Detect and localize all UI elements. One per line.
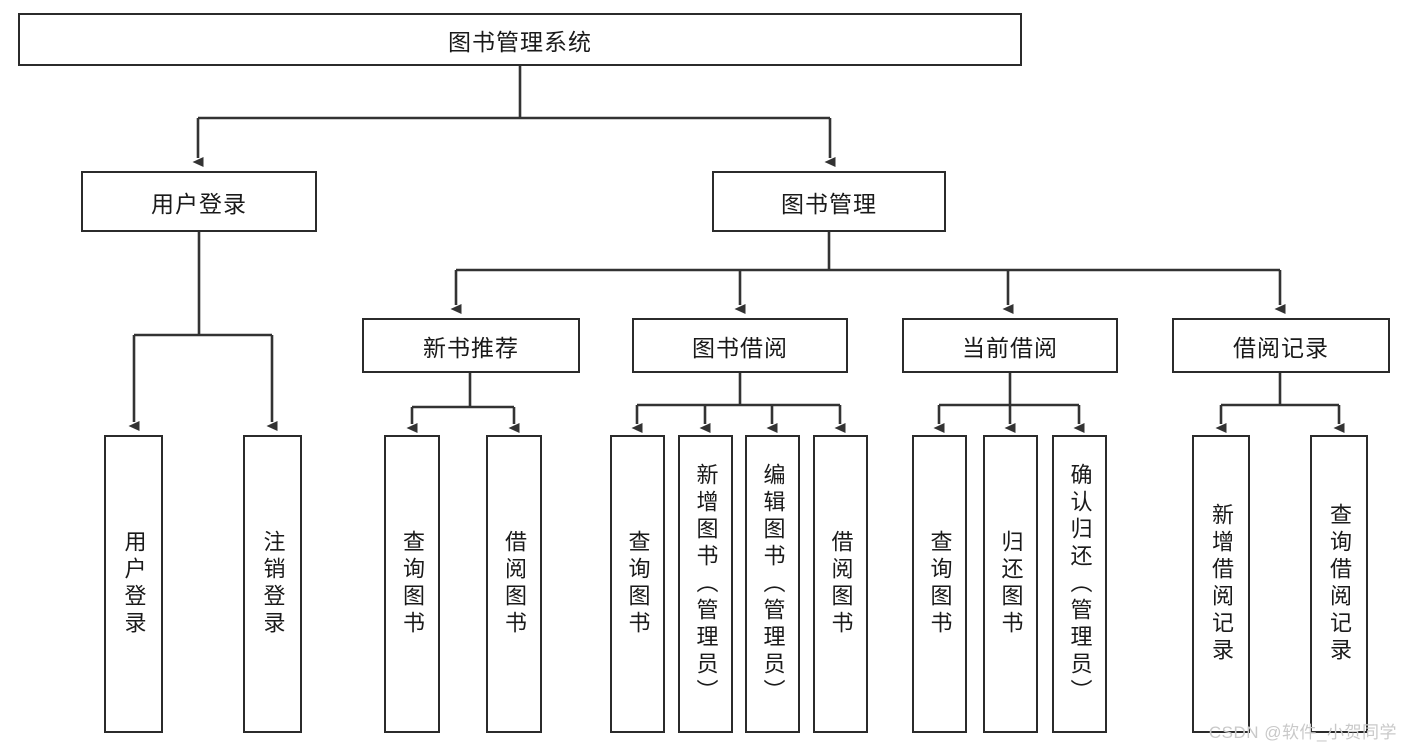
leaf-records-query-label: 查询借阅记录: [1327, 503, 1352, 665]
leaf-current-return-book-label: 归还图书: [998, 530, 1024, 638]
leaf-records-add[interactable]: 新增借阅记录: [1192, 435, 1250, 733]
leaf-current-confirm-return[interactable]: 确认归还（管理员）: [1052, 435, 1107, 733]
leaf-borrow-do-book-label: 借阅图书: [828, 530, 854, 638]
leaf-current-query-book[interactable]: 查询图书: [912, 435, 967, 733]
leaf-user-login-label: 用户登录: [121, 530, 147, 638]
leaf-new-query-book-label: 查询图书: [400, 530, 425, 638]
leaf-user-login[interactable]: 用户登录: [104, 435, 163, 733]
node-borrow-records-label: 借阅记录: [1233, 334, 1329, 361]
leaf-current-confirm-return-label: 确认归还（管理员）: [1067, 462, 1093, 706]
leaf-records-add-label: 新增借阅记录: [1209, 503, 1234, 665]
leaf-borrow-query-book-label: 查询图书: [625, 530, 651, 638]
node-root-label: 图书管理系统: [448, 28, 592, 55]
leaf-new-query-book[interactable]: 查询图书: [384, 435, 440, 733]
leaf-borrow-edit-book-label: 编辑图书（管理员）: [760, 462, 786, 706]
leaf-borrow-add-book[interactable]: 新增图书（管理员）: [678, 435, 733, 733]
leaf-user-logout-label: 注销登录: [260, 530, 286, 638]
leaf-new-borrow-book[interactable]: 借阅图书: [486, 435, 542, 733]
node-root[interactable]: 图书管理系统: [18, 13, 1022, 66]
node-new-book-recommend[interactable]: 新书推荐: [362, 318, 580, 373]
node-borrow-records[interactable]: 借阅记录: [1172, 318, 1390, 373]
node-user-login[interactable]: 用户登录: [81, 171, 317, 232]
node-current-borrow-label: 当前借阅: [962, 334, 1058, 361]
leaf-new-borrow-book-label: 借阅图书: [502, 530, 527, 638]
leaf-borrow-add-book-label: 新增图书（管理员）: [693, 462, 719, 706]
leaf-current-query-book-label: 查询图书: [927, 530, 953, 638]
node-book-borrow-label: 图书借阅: [692, 334, 788, 361]
leaf-borrow-do-book[interactable]: 借阅图书: [813, 435, 868, 733]
node-book-management[interactable]: 图书管理: [712, 171, 946, 232]
leaf-borrow-edit-book[interactable]: 编辑图书（管理员）: [745, 435, 800, 733]
leaf-records-query[interactable]: 查询借阅记录: [1310, 435, 1368, 733]
leaf-borrow-query-book[interactable]: 查询图书: [610, 435, 665, 733]
node-user-login-label: 用户登录: [151, 190, 247, 217]
node-current-borrow[interactable]: 当前借阅: [902, 318, 1118, 373]
node-book-management-label: 图书管理: [781, 190, 877, 217]
leaf-current-return-book[interactable]: 归还图书: [983, 435, 1038, 733]
node-new-book-recommend-label: 新书推荐: [423, 334, 519, 361]
leaf-user-logout[interactable]: 注销登录: [243, 435, 302, 733]
node-book-borrow[interactable]: 图书借阅: [632, 318, 848, 373]
